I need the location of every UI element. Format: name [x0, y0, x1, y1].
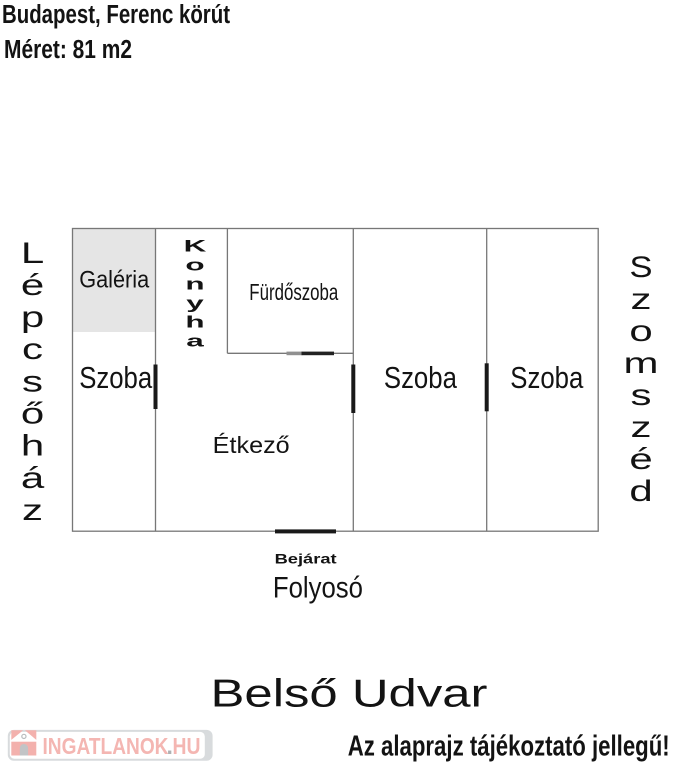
svg-text:Fürdőszoba: Fürdőszoba — [249, 279, 338, 305]
svg-text:é: é — [21, 268, 44, 302]
svg-text:z: z — [630, 282, 651, 316]
svg-text:.: . — [167, 733, 173, 759]
svg-text:Bejárat: Bejárat — [275, 550, 337, 566]
svg-text:s: s — [630, 378, 651, 412]
svg-text:n: n — [185, 275, 204, 294]
svg-text:o: o — [185, 256, 204, 275]
svg-text:Folyosó: Folyosó — [273, 571, 363, 604]
svg-text:y: y — [186, 294, 203, 313]
svg-text:Galéria: Galéria — [79, 267, 150, 293]
svg-text:z: z — [630, 410, 651, 444]
svg-text:á: á — [21, 461, 45, 495]
svg-text:Budapest, Ferenc körút: Budapest, Ferenc körút — [2, 1, 230, 29]
svg-text:é: é — [629, 442, 652, 476]
svg-text:INGATLANOK: INGATLANOK — [43, 733, 169, 759]
svg-text:z: z — [22, 493, 43, 527]
svg-text:K: K — [184, 237, 208, 256]
svg-text:c: c — [22, 332, 43, 366]
svg-text:HU: HU — [173, 733, 201, 759]
svg-text:Belső Udvar: Belső Udvar — [211, 672, 488, 715]
svg-text:s: s — [22, 364, 43, 398]
svg-text:h: h — [21, 429, 44, 463]
svg-text:Étkező: Étkező — [213, 432, 290, 458]
svg-text:Az alaprajz tájékoztató jelleg: Az alaprajz tájékoztató jellegű! — [348, 731, 670, 763]
svg-text:d: d — [629, 474, 652, 508]
svg-text:S: S — [629, 250, 652, 283]
svg-text:L: L — [21, 236, 44, 270]
svg-text:Szoba: Szoba — [384, 361, 458, 395]
svg-text:h: h — [185, 313, 204, 332]
svg-text:o: o — [629, 314, 652, 348]
svg-text:Méret: 81 m2: Méret: 81 m2 — [4, 36, 132, 64]
svg-text:a: a — [186, 332, 205, 351]
svg-text:Szoba: Szoba — [79, 361, 153, 395]
svg-text:p: p — [21, 300, 44, 334]
svg-text:ő: ő — [21, 396, 44, 430]
svg-text:Szoba: Szoba — [510, 361, 584, 395]
svg-text:m: m — [624, 346, 659, 380]
